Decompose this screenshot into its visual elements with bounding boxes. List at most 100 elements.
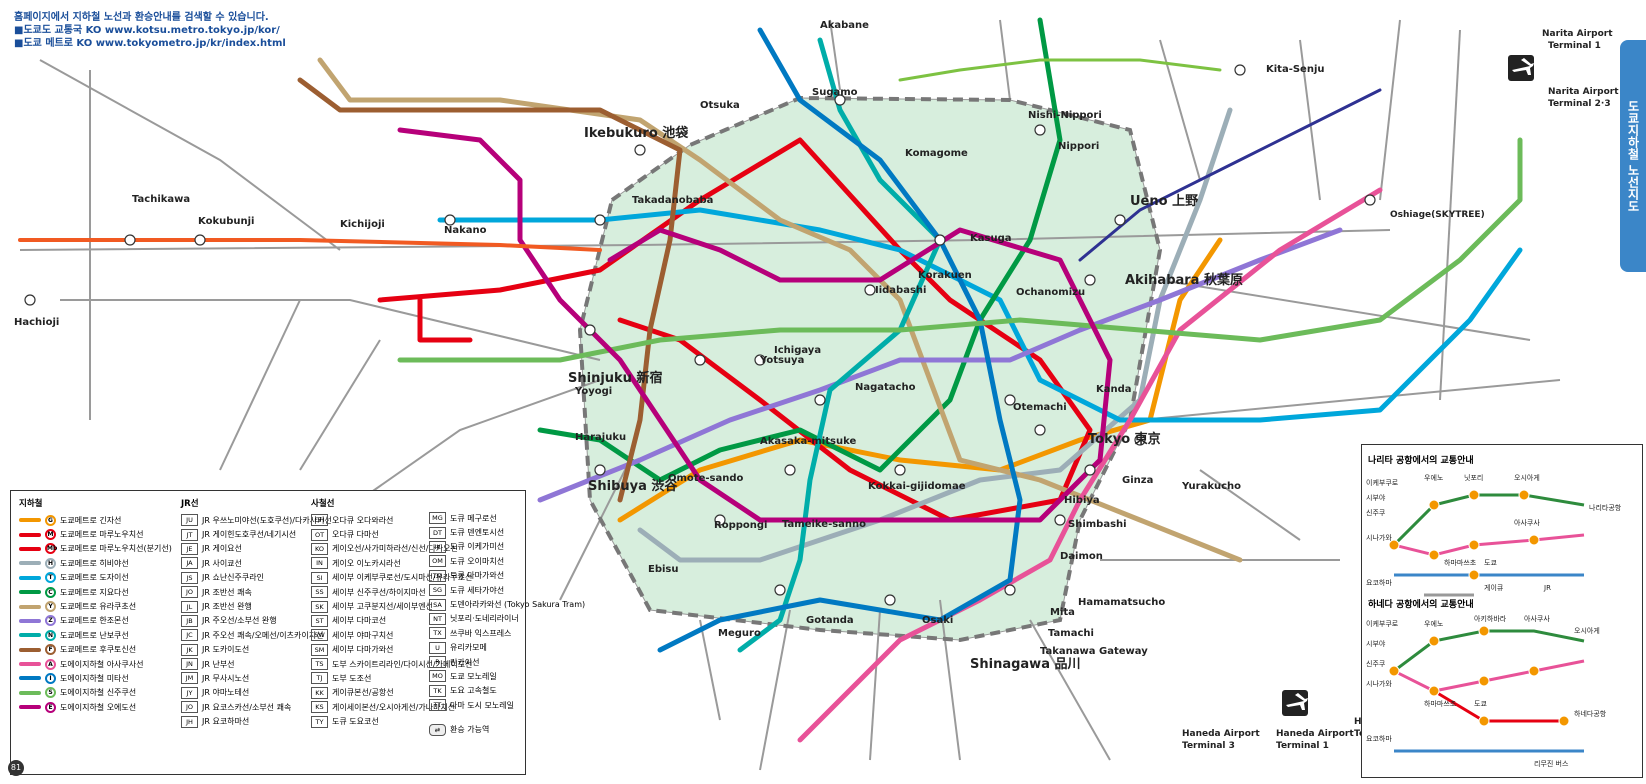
line-color-swatch (19, 647, 41, 652)
station-label[interactable]: Shimbashi (1068, 519, 1127, 530)
line-code-badge: TK (429, 684, 446, 697)
station-label[interactable]: Roppongi (714, 520, 767, 531)
legend-label: 세이부 야마구치선 (332, 630, 394, 640)
airport-label[interactable]: Narita Airport (1548, 87, 1619, 97)
airport-diagram-label: 도쿄 (1474, 700, 1487, 708)
station-label[interactable]: Tachikawa (132, 194, 190, 205)
station-label[interactable]: Ebisu (648, 564, 679, 575)
station-label[interactable]: Otsuka (700, 100, 740, 111)
line-color-swatch (19, 561, 41, 566)
station-label[interactable]: Shinagawa 品川 (970, 657, 1081, 672)
line-code-badge: Y (45, 601, 56, 613)
station-label[interactable]: Komagome (905, 148, 968, 159)
legend-label: 도쿄메트로 후쿠토신선 (60, 645, 137, 655)
line-code-badge: OM (429, 555, 446, 568)
station-label[interactable]: Oshiage(SKYTREE) (1390, 210, 1485, 220)
station-label[interactable]: Hamamatsucho (1078, 597, 1165, 608)
station-label[interactable]: Daimon (1060, 551, 1103, 562)
station-label[interactable]: Akabane (820, 20, 869, 31)
airport-label[interactable]: Haneda Airport (1182, 729, 1260, 739)
station-label[interactable]: Nagatacho (855, 382, 916, 393)
legend-label: 오다큐 오다와라선 (332, 515, 394, 525)
airport-diagram-label: 게이큐 (1484, 583, 1504, 592)
airport-label[interactable]: Terminal 1 (1548, 41, 1601, 51)
station-label[interactable]: Tameike-sanno (782, 519, 866, 530)
station-label[interactable]: Ochanomizu (1016, 287, 1085, 298)
station-label[interactable]: Harajuku (575, 432, 626, 443)
station-label[interactable]: Takadanobaba (632, 195, 713, 206)
station-label[interactable]: Akasaka-mitsuke (760, 436, 856, 447)
line-code-badge: T (45, 572, 56, 584)
header-line-2[interactable]: ■도쿄도 교통국 KO www.kotsu.metro.tokyo.jp/kor… (14, 25, 280, 36)
station-label[interactable]: Mita (1050, 607, 1075, 618)
airport-diagram-label: 오시아게 (1514, 473, 1540, 482)
airport-label[interactable]: Terminal 3 (1182, 741, 1235, 751)
airport-diagram-label: JR (1543, 584, 1551, 592)
station-label[interactable]: Ichigaya (774, 345, 821, 356)
legend-label: JR 사이쿄선 (202, 558, 242, 568)
line-code-badge: JT (181, 528, 198, 541)
station-label[interactable]: Kichijoji (340, 219, 385, 230)
station-label[interactable]: Hibiya (1064, 495, 1100, 506)
airport-label[interactable]: Narita Airport (1542, 29, 1613, 39)
station-label[interactable]: Kita-Senju (1266, 64, 1325, 75)
legend-label: 도쿄 모노레일 (450, 671, 497, 681)
mita-line (657, 27, 1023, 653)
plane-icon (1282, 55, 1534, 716)
station-label[interactable]: Iidabashi (875, 285, 926, 296)
station-label[interactable]: Shibuya 渋谷 (588, 478, 678, 494)
line-code-badge: OH (311, 514, 328, 527)
station-label[interactable]: Ikebukuro 池袋 (584, 125, 689, 141)
station-label[interactable]: Kokkai-gijidomae (868, 481, 966, 492)
station-label[interactable]: Kasuga (970, 233, 1011, 244)
station-label[interactable]: Tamachi (1048, 628, 1094, 639)
station-label[interactable]: Meguro (718, 628, 761, 639)
line-code-badge: JE (181, 542, 198, 555)
station-label[interactable]: Sugamo (812, 87, 858, 98)
airport-label[interactable]: Haneda Airport (1276, 729, 1354, 739)
station-label[interactable]: Osaki (922, 615, 953, 626)
line-code-badge: JH (181, 715, 198, 728)
airport-label[interactable]: Terminal 1 (1276, 741, 1329, 751)
station-label[interactable]: Korakuen (918, 270, 972, 281)
station-label[interactable]: Nishi-Nippori (1028, 110, 1102, 121)
station-label[interactable]: Nakano (444, 225, 487, 236)
line-color-swatch (19, 518, 41, 523)
station-label[interactable]: Otemachi (1013, 402, 1067, 413)
station-label[interactable]: Tokyo 東京 (1088, 431, 1161, 447)
airport-diagram-label: 시부야 (1366, 639, 1386, 648)
legend-label: 게이세이본선/오시아게선/가나마치선 (332, 702, 456, 712)
station-label[interactable]: Omote-sando (668, 473, 743, 484)
station-label[interactable]: Yotsuya (759, 355, 804, 366)
legend-label: 린카이선 (450, 657, 480, 667)
side-tab[interactable]: 도쿄지하철 노선지도 (1620, 40, 1646, 272)
chiyoda-line (537, 17, 1063, 483)
line-code-badge: G (45, 514, 56, 526)
station-label[interactable]: Ueno 上野 (1130, 194, 1198, 209)
station-label[interactable]: Yoyogi (574, 386, 612, 397)
station-label[interactable]: Gotanda (806, 615, 854, 626)
legend-label: JR 요코스카선/소부선 쾌속 (202, 702, 292, 712)
station-label[interactable]: Yurakucho (1181, 481, 1241, 492)
station-label[interactable]: Kokubunji (198, 216, 254, 227)
legend-label: 도에이지하철 오에도선 (60, 702, 137, 712)
station-label[interactable]: Hachioji (14, 317, 59, 328)
station-label[interactable]: Kanda (1096, 384, 1132, 395)
station-label[interactable]: Nippori (1058, 141, 1099, 152)
station-label[interactable]: Shinjuku 新宿 (568, 370, 662, 386)
airport-label[interactable]: Terminal 2·3 (1548, 99, 1611, 109)
line-color-swatch (19, 676, 41, 681)
station-label[interactable]: Akihabara 秋葉原 (1125, 272, 1243, 288)
header-line-3[interactable]: ■도쿄 메트로 KO www.tokyometro.jp/kr/index.ht… (14, 38, 286, 49)
station-label[interactable]: Takanawa Gateway (1040, 646, 1148, 657)
station-label[interactable]: Ginza (1122, 475, 1153, 486)
